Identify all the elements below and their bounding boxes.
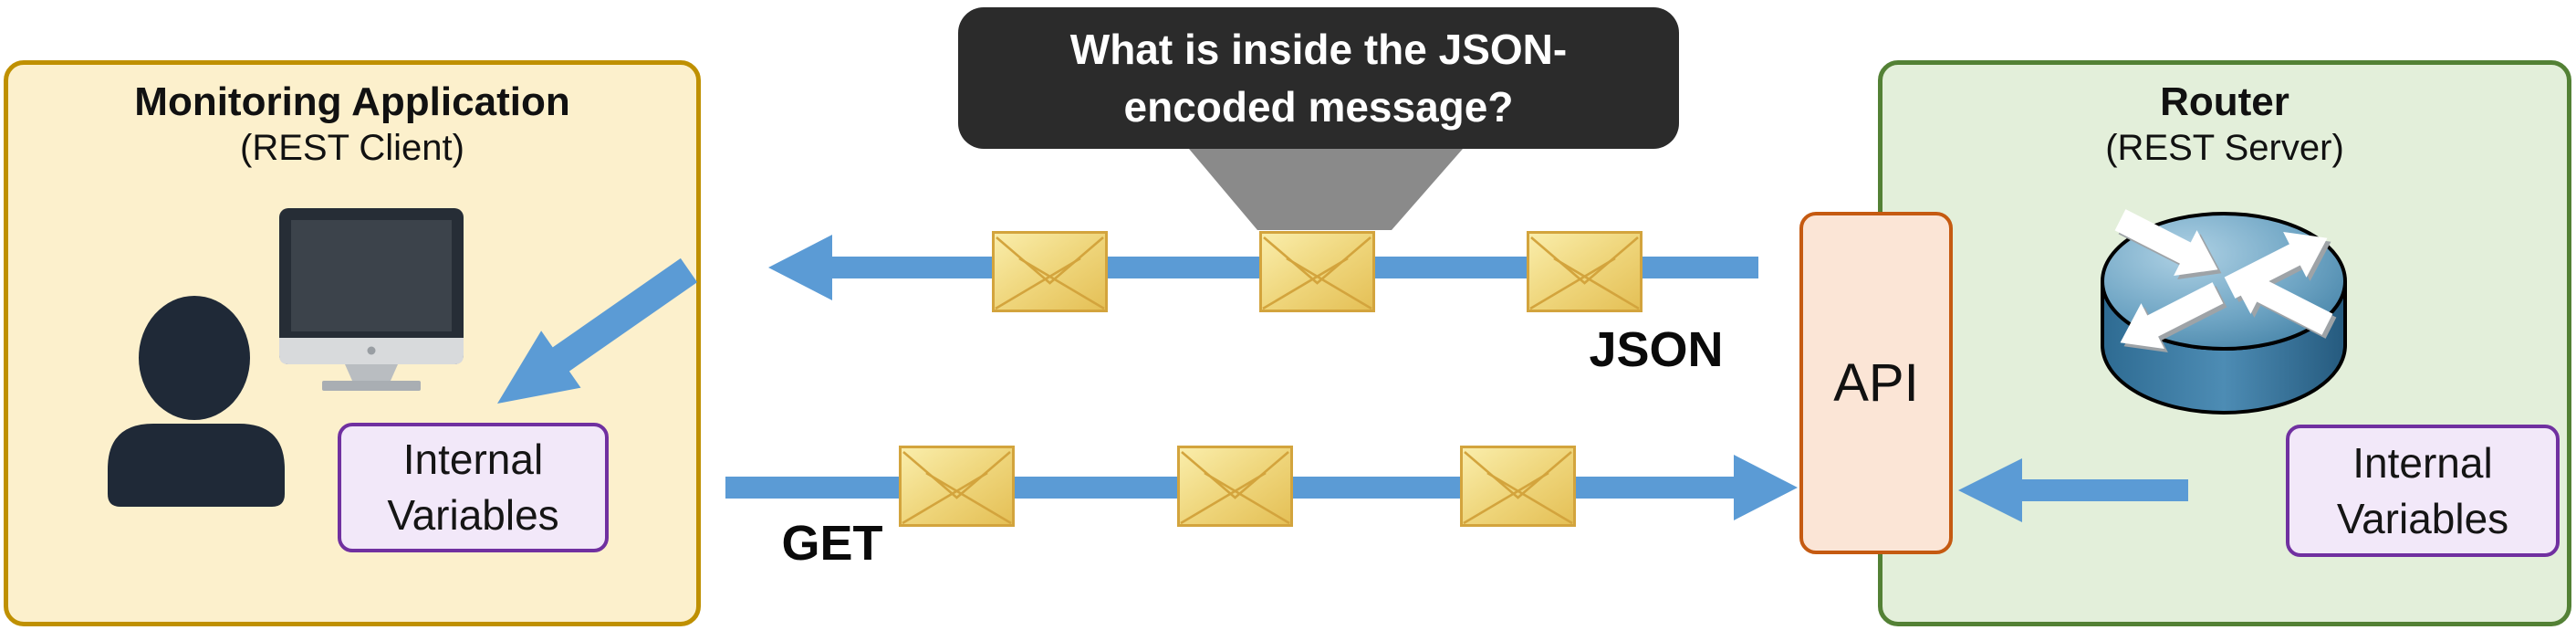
envelope-icon <box>1460 446 1576 527</box>
callout-pointer <box>1189 149 1463 230</box>
api-box: API <box>1799 212 1953 554</box>
envelope-icon <box>1527 231 1643 312</box>
get-label: GET <box>781 516 883 571</box>
arrow-diagonal-icon <box>497 257 698 404</box>
envelope-icon <box>899 446 1015 527</box>
server-title: Router <box>2160 79 2289 124</box>
api-label: API <box>1833 353 1919 413</box>
client-title: Monitoring Application <box>134 79 570 124</box>
internal-variables-box-server: Internal Variables <box>2286 425 2560 557</box>
internal-variables-label-client: Internal Variables <box>387 436 559 539</box>
envelope-icon <box>1259 231 1375 312</box>
internal-variables-label-server: Internal Variables <box>2336 438 2509 542</box>
server-subtitle: (REST Server) <box>2105 127 2344 168</box>
envelope-icon <box>992 231 1108 312</box>
callout-text: What is inside the JSON- encoded message… <box>1069 26 1568 131</box>
monitor-icon <box>279 208 464 391</box>
internal-variables-box-client: Internal Variables <box>338 423 609 552</box>
arrow-into-api <box>1958 458 2188 522</box>
person-icon <box>108 296 285 507</box>
router-icon <box>2101 209 2347 415</box>
client-subtitle: (REST Client) <box>240 127 464 168</box>
json-label: JSON <box>1589 322 1724 377</box>
callout-bubble: What is inside the JSON- encoded message… <box>958 7 1679 149</box>
envelope-icon <box>1177 446 1293 527</box>
